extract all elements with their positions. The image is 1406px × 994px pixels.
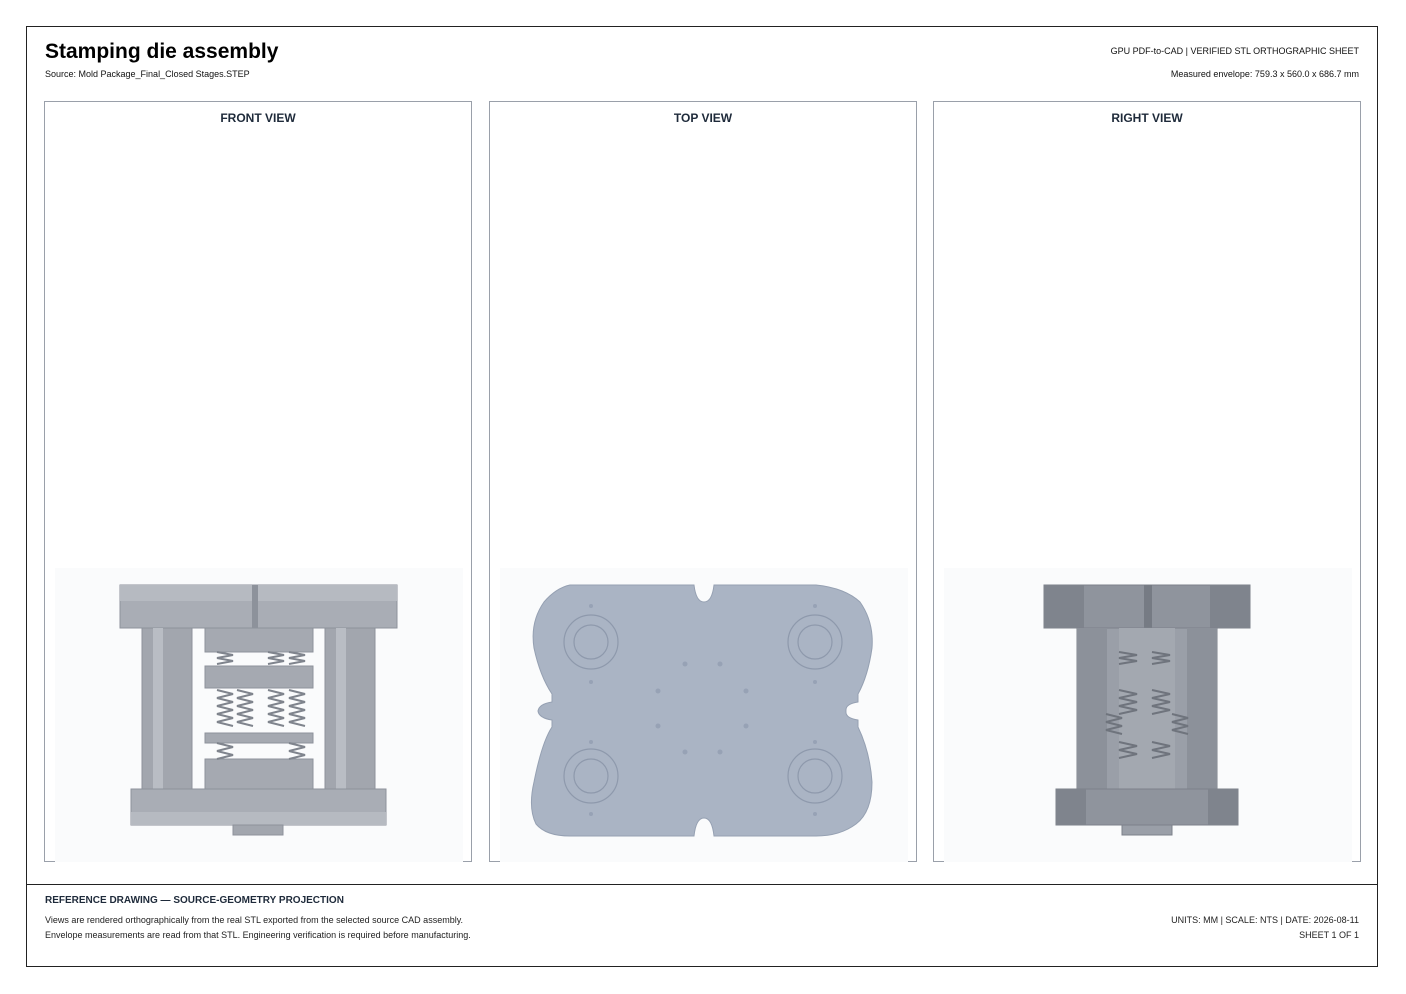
footer-note-2: Envelope measurements are read from that… <box>45 930 471 940</box>
front-view-panel: FRONT VIEW <box>44 101 472 862</box>
sheet-type-label: GPU PDF-to-CAD | VERIFIED STL ORTHOGRAPH… <box>1110 46 1359 56</box>
footer-title: REFERENCE DRAWING — SOURCE-GEOMETRY PROJ… <box>45 895 344 906</box>
front-view-title: FRONT VIEW <box>220 111 296 125</box>
front-view-drawing <box>55 568 463 862</box>
sheet-title: Stamping die assembly <box>45 40 279 63</box>
footer-meta: UNITS: MM | SCALE: NTS | DATE: 2026-08-1… <box>1171 915 1359 925</box>
footer-note-1: Views are rendered orthographically from… <box>45 915 464 925</box>
top-view-drawing <box>500 568 908 862</box>
envelope-measurement: Measured envelope: 759.3 x 560.0 x 686.7… <box>1170 69 1359 79</box>
right-view-title: RIGHT VIEW <box>1111 111 1183 125</box>
source-file-label: Source: Mold Package_Final_Closed Stages… <box>45 69 250 79</box>
right-view-panel: RIGHT VIEW <box>933 101 1361 862</box>
sheet-number: SHEET 1 OF 1 <box>1299 930 1359 940</box>
drawing-sheet: Stamping die assembly Source: Mold Packa… <box>26 26 1378 967</box>
right-view-drawing <box>944 568 1352 862</box>
footer-divider <box>27 884 1377 885</box>
top-view-title: TOP VIEW <box>673 111 733 125</box>
top-view-panel: TOP VIEW <box>489 101 917 862</box>
